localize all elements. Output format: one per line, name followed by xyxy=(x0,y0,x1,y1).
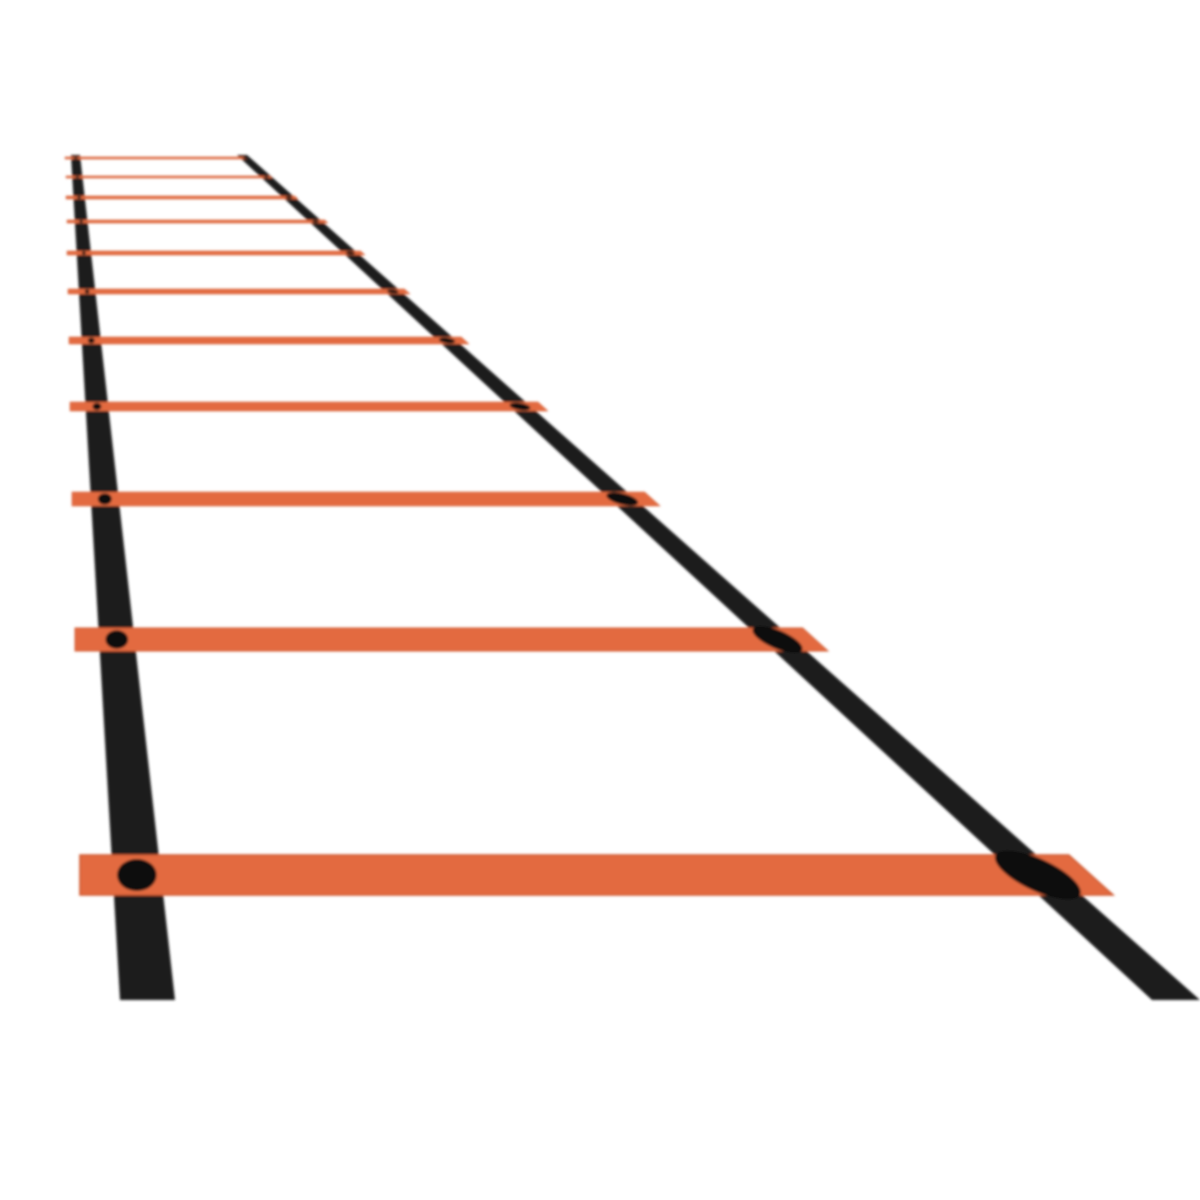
rung-strap-hole xyxy=(75,176,80,178)
ladder-rung xyxy=(66,219,329,224)
ladder-rung xyxy=(66,250,366,256)
rung-strap-hole xyxy=(285,196,293,199)
ladder-rung xyxy=(65,195,299,200)
ladder-rung xyxy=(71,491,661,507)
ladder-rung xyxy=(79,854,1116,896)
right-strap xyxy=(237,155,1200,1000)
rung-strap-hole xyxy=(81,251,86,255)
rung-strap-hole xyxy=(79,220,84,223)
rung-strap-hole xyxy=(311,220,320,223)
ladder-rung xyxy=(65,175,273,179)
rung-strap-hole xyxy=(752,625,803,654)
ladder-rung xyxy=(74,627,830,652)
ladder-rung xyxy=(64,156,248,160)
ladder-rung xyxy=(68,336,470,345)
rung-strap-hole xyxy=(994,850,1081,900)
rung-strap-hole xyxy=(117,859,157,891)
rung-strap-hole xyxy=(606,492,639,506)
rung-strap-hole xyxy=(84,289,90,294)
rung-strap-hole xyxy=(387,289,399,294)
rung-strap-hole xyxy=(73,157,78,159)
ladder-rung xyxy=(69,401,549,412)
left-strap xyxy=(71,155,175,1000)
rung-strap-hole xyxy=(92,402,102,411)
rung-strap-hole xyxy=(87,337,95,344)
rung-strap-hole xyxy=(263,176,269,178)
rung-strap-hole xyxy=(105,630,129,649)
rung-strap-hole xyxy=(242,157,248,159)
rung-strap-hole xyxy=(345,251,355,255)
rung-strap-hole xyxy=(77,196,82,199)
rung-strap-hole xyxy=(97,493,112,505)
rung-strap-hole xyxy=(509,402,531,411)
ladder-rung xyxy=(67,288,411,295)
rung-strap-hole xyxy=(438,337,456,344)
